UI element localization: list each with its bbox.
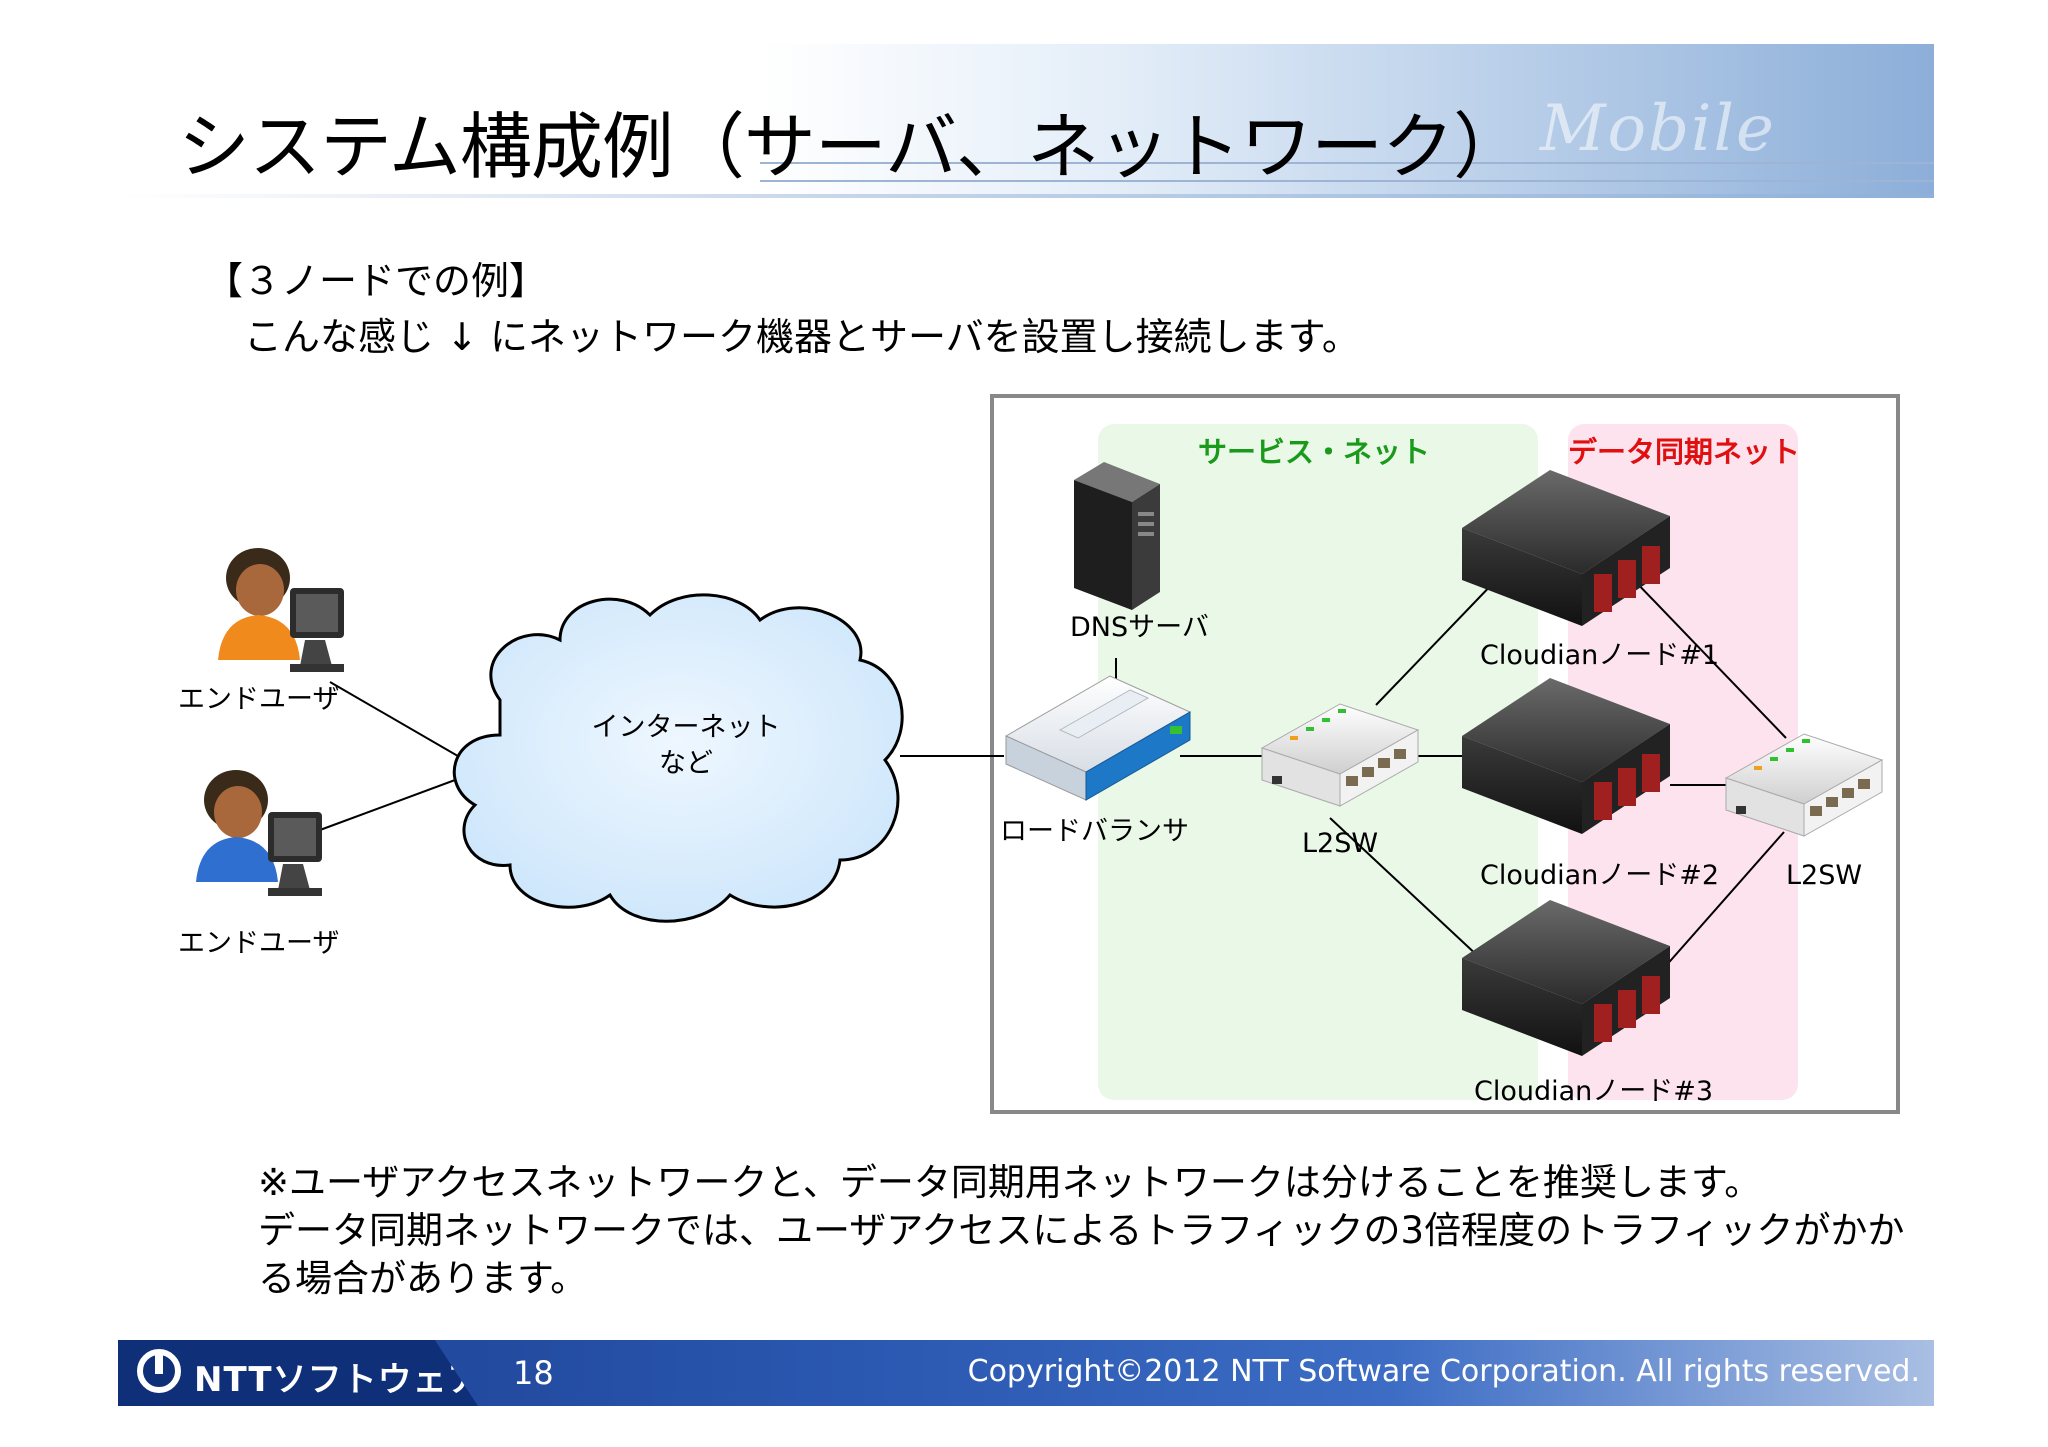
l2sw-left-label: L2SW: [1302, 828, 1378, 859]
dns-server-label: DNSサーバ: [1070, 612, 1209, 643]
header-watermark: Mobile: [1540, 92, 1776, 166]
cloudian-node-3-icon: [1462, 900, 1670, 1056]
footer-logo-area: NTTソフトウェア: [118, 1340, 478, 1406]
footer: NTTソフトウェア 18 Copyright©2012 NTT Software…: [118, 1340, 1934, 1406]
cloudian-node-3-label: Cloudianノード#3: [1474, 1076, 1713, 1107]
load-balancer-icon: [1004, 675, 1192, 801]
note-line-1: ※ユーザアクセスネットワークと、データ同期用ネットワークは分けることを推奨します…: [258, 1161, 1762, 1204]
header-band: [760, 44, 1934, 194]
end-user-1-label: エンドユーザ: [178, 684, 339, 715]
cloudian-node-2-icon: [1462, 678, 1670, 834]
cloudian-node-2-label: Cloudianノード#2: [1480, 860, 1719, 891]
slide-subtitle: 【３ノードでの例】: [205, 259, 548, 303]
cloudian-node-1-icon: [1462, 470, 1670, 626]
header-line: [760, 180, 1934, 182]
l2sw-left-icon: [1260, 703, 1420, 807]
header-line: [760, 162, 1934, 164]
internet-label-line1: インターネット: [592, 712, 781, 743]
l2sw-right-label: L2SW: [1786, 860, 1862, 891]
end-user-2-label: エンドユーザ: [178, 928, 339, 959]
connection-lines: [319, 577, 1787, 969]
company-logo-text: NTTソフトウェア: [194, 1360, 483, 1400]
end-user-1-icon: [218, 548, 344, 672]
load-balancer-label: ロードバランサ: [1000, 816, 1189, 847]
copyright-text: Copyright©2012 NTT Software Corporation.…: [967, 1354, 1920, 1389]
slide-title: システム構成例（サーバ、ネットワーク）: [178, 105, 1525, 189]
page-number: 18: [513, 1354, 554, 1392]
end-user-2-icon: [196, 770, 322, 896]
slide-lead: こんな感じ ↓ にネットワーク機器とサーバを設置し接続します。: [244, 315, 1360, 359]
data-sync-net-label: データ同期ネット: [1568, 435, 1800, 469]
cloudian-node-1-label: Cloudianノード#1: [1480, 640, 1719, 671]
note-line-3: る場合があります。: [258, 1257, 588, 1300]
service-net-label: サービス・ネット: [1198, 435, 1430, 469]
l2sw-right-icon: [1724, 733, 1884, 837]
dns-server-icon: [1074, 462, 1160, 610]
internet-cloud: [452, 593, 904, 923]
note-line-2: データ同期ネットワークでは、ユーザアクセスによるトラフィックの3倍程度のトラフィ…: [258, 1209, 1905, 1252]
internet-label-line2: など: [659, 748, 713, 779]
ntt-logo-icon: [137, 1349, 181, 1393]
title-rule: [120, 194, 1934, 198]
